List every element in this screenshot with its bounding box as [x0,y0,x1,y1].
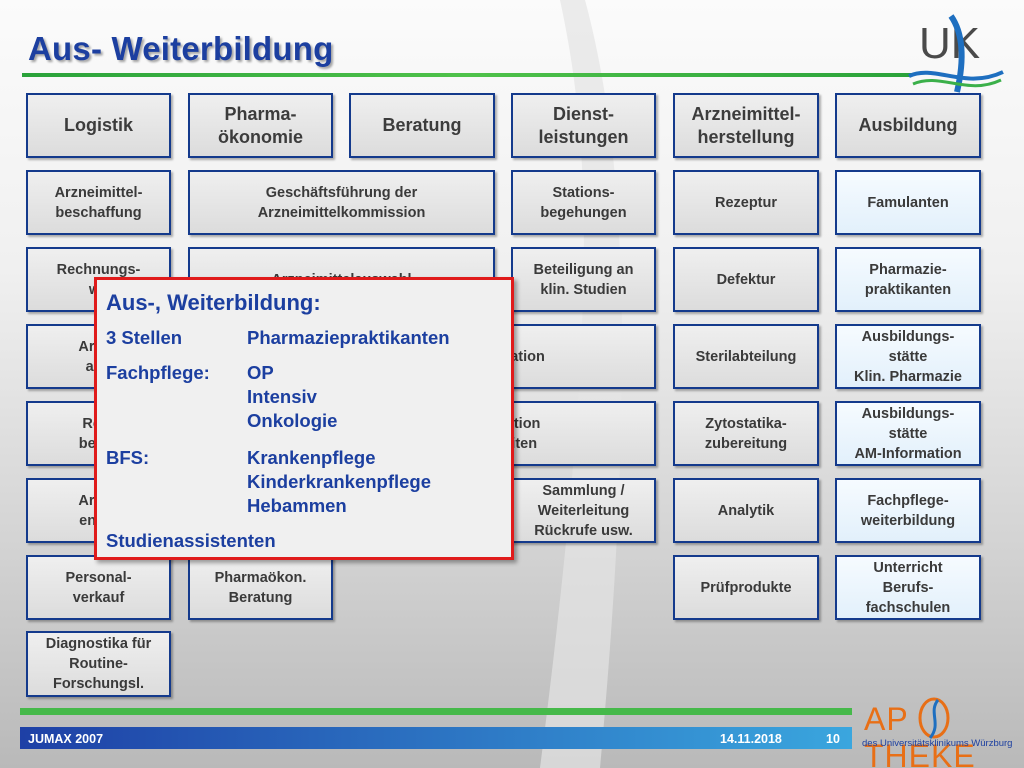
column-header-logistics[interactable]: Logistik [26,93,171,158]
uk-logo-text: UK [919,19,980,68]
item-manufacturing-2[interactable]: Sterilabteilung [673,324,819,389]
footer-blue-bar [20,727,852,749]
popup-title: Aus-, Weiterbildung: [106,290,321,315]
item-services-0[interactable]: Stations- begehungen [511,170,656,235]
item-training-2[interactable]: Ausbildungs- stätte Klin. Pharmazie [835,324,981,389]
title-divider [22,73,912,77]
item-training-0[interactable]: Famulanten [835,170,981,235]
column-header-pharmacoeconomics[interactable]: Pharma- ökonomie [188,93,333,158]
footer-date: 14.11.2018 [720,732,782,746]
item-logistics-0[interactable]: Arzneimittel- beschaffung [26,170,171,235]
apotheke-logo-text: AP THEKE [864,701,976,768]
item-services-4[interactable]: Sammlung / Weiterleitung Rückrufe usw. [511,478,656,543]
item-logistics-6[interactable]: Diagnostika für Routine- Forschungsl. [26,631,171,697]
column-header-services[interactable]: Dienst- leistungen [511,93,656,158]
column-header-manufacturing[interactable]: Arzneimittel- herstellung [673,93,819,158]
slide-title: Aus- Weiterbildung [28,30,334,67]
popup-value-op: OP [247,362,274,383]
footer-page-number: 10 [826,732,840,746]
popup-value-midwives: Hebammen [247,495,347,516]
uk-logo: UK [908,14,1004,93]
popup-value-pediatric-nursing: Kinderkrankenpflege [247,471,432,492]
column-header-consulting[interactable]: Beratung [349,93,495,158]
popup-label-study-assistants: Studienassistenten [106,530,276,551]
item-manufacturing-3[interactable]: Zytostatika- zubereitung [673,401,819,466]
apotheke-logo-subtitle: des Universitätsklinikums Würzburg [862,738,1013,749]
popup-value-nursing: Krankenpflege [247,447,376,468]
item-manufacturing-1[interactable]: Defektur [673,247,819,312]
item-manufacturing-4[interactable]: Analytik [673,478,819,543]
column-header-training[interactable]: Ausbildung [835,93,981,158]
training-popup: Aus-, Weiterbildung: 3 Stellen Pharmazie… [94,277,514,560]
popup-value-oncology: Onkologie [247,410,338,431]
item-pharmacoeconomics-2[interactable]: Pharmaökon. Beratung [188,555,333,620]
popup-label-specialist-care: Fachpflege: [106,362,210,383]
item-training-1[interactable]: Pharmazie- praktikanten [835,247,981,312]
apotheke-logo-mark [918,697,950,739]
item-training-3[interactable]: Ausbildungs- stätte AM-Information [835,401,981,466]
popup-label-positions: 3 Stellen [106,327,183,348]
footer-green-bar [20,708,852,715]
popup-label-bfs: BFS: [106,447,150,468]
item-services-1[interactable]: Beteiligung an klin. Studien [511,247,656,312]
item-manufacturing-5[interactable]: Prüfprodukte [673,555,819,620]
footer-label: JUMAX 2007 [28,732,104,746]
popup-value-interns: Pharmaziepraktikanten [247,327,450,348]
item-training-5[interactable]: Unterricht Berufs- fachschulen [835,555,981,620]
item-pharmacoeconomics-0[interactable]: Geschäftsführung der Arzneimittelkommiss… [188,170,495,235]
item-training-4[interactable]: Fachpflege- weiterbildung [835,478,981,543]
item-logistics-5[interactable]: Personal- verkauf [26,555,171,620]
popup-value-intensive: Intensiv [247,386,317,407]
item-manufacturing-0[interactable]: Rezeptur [673,170,819,235]
